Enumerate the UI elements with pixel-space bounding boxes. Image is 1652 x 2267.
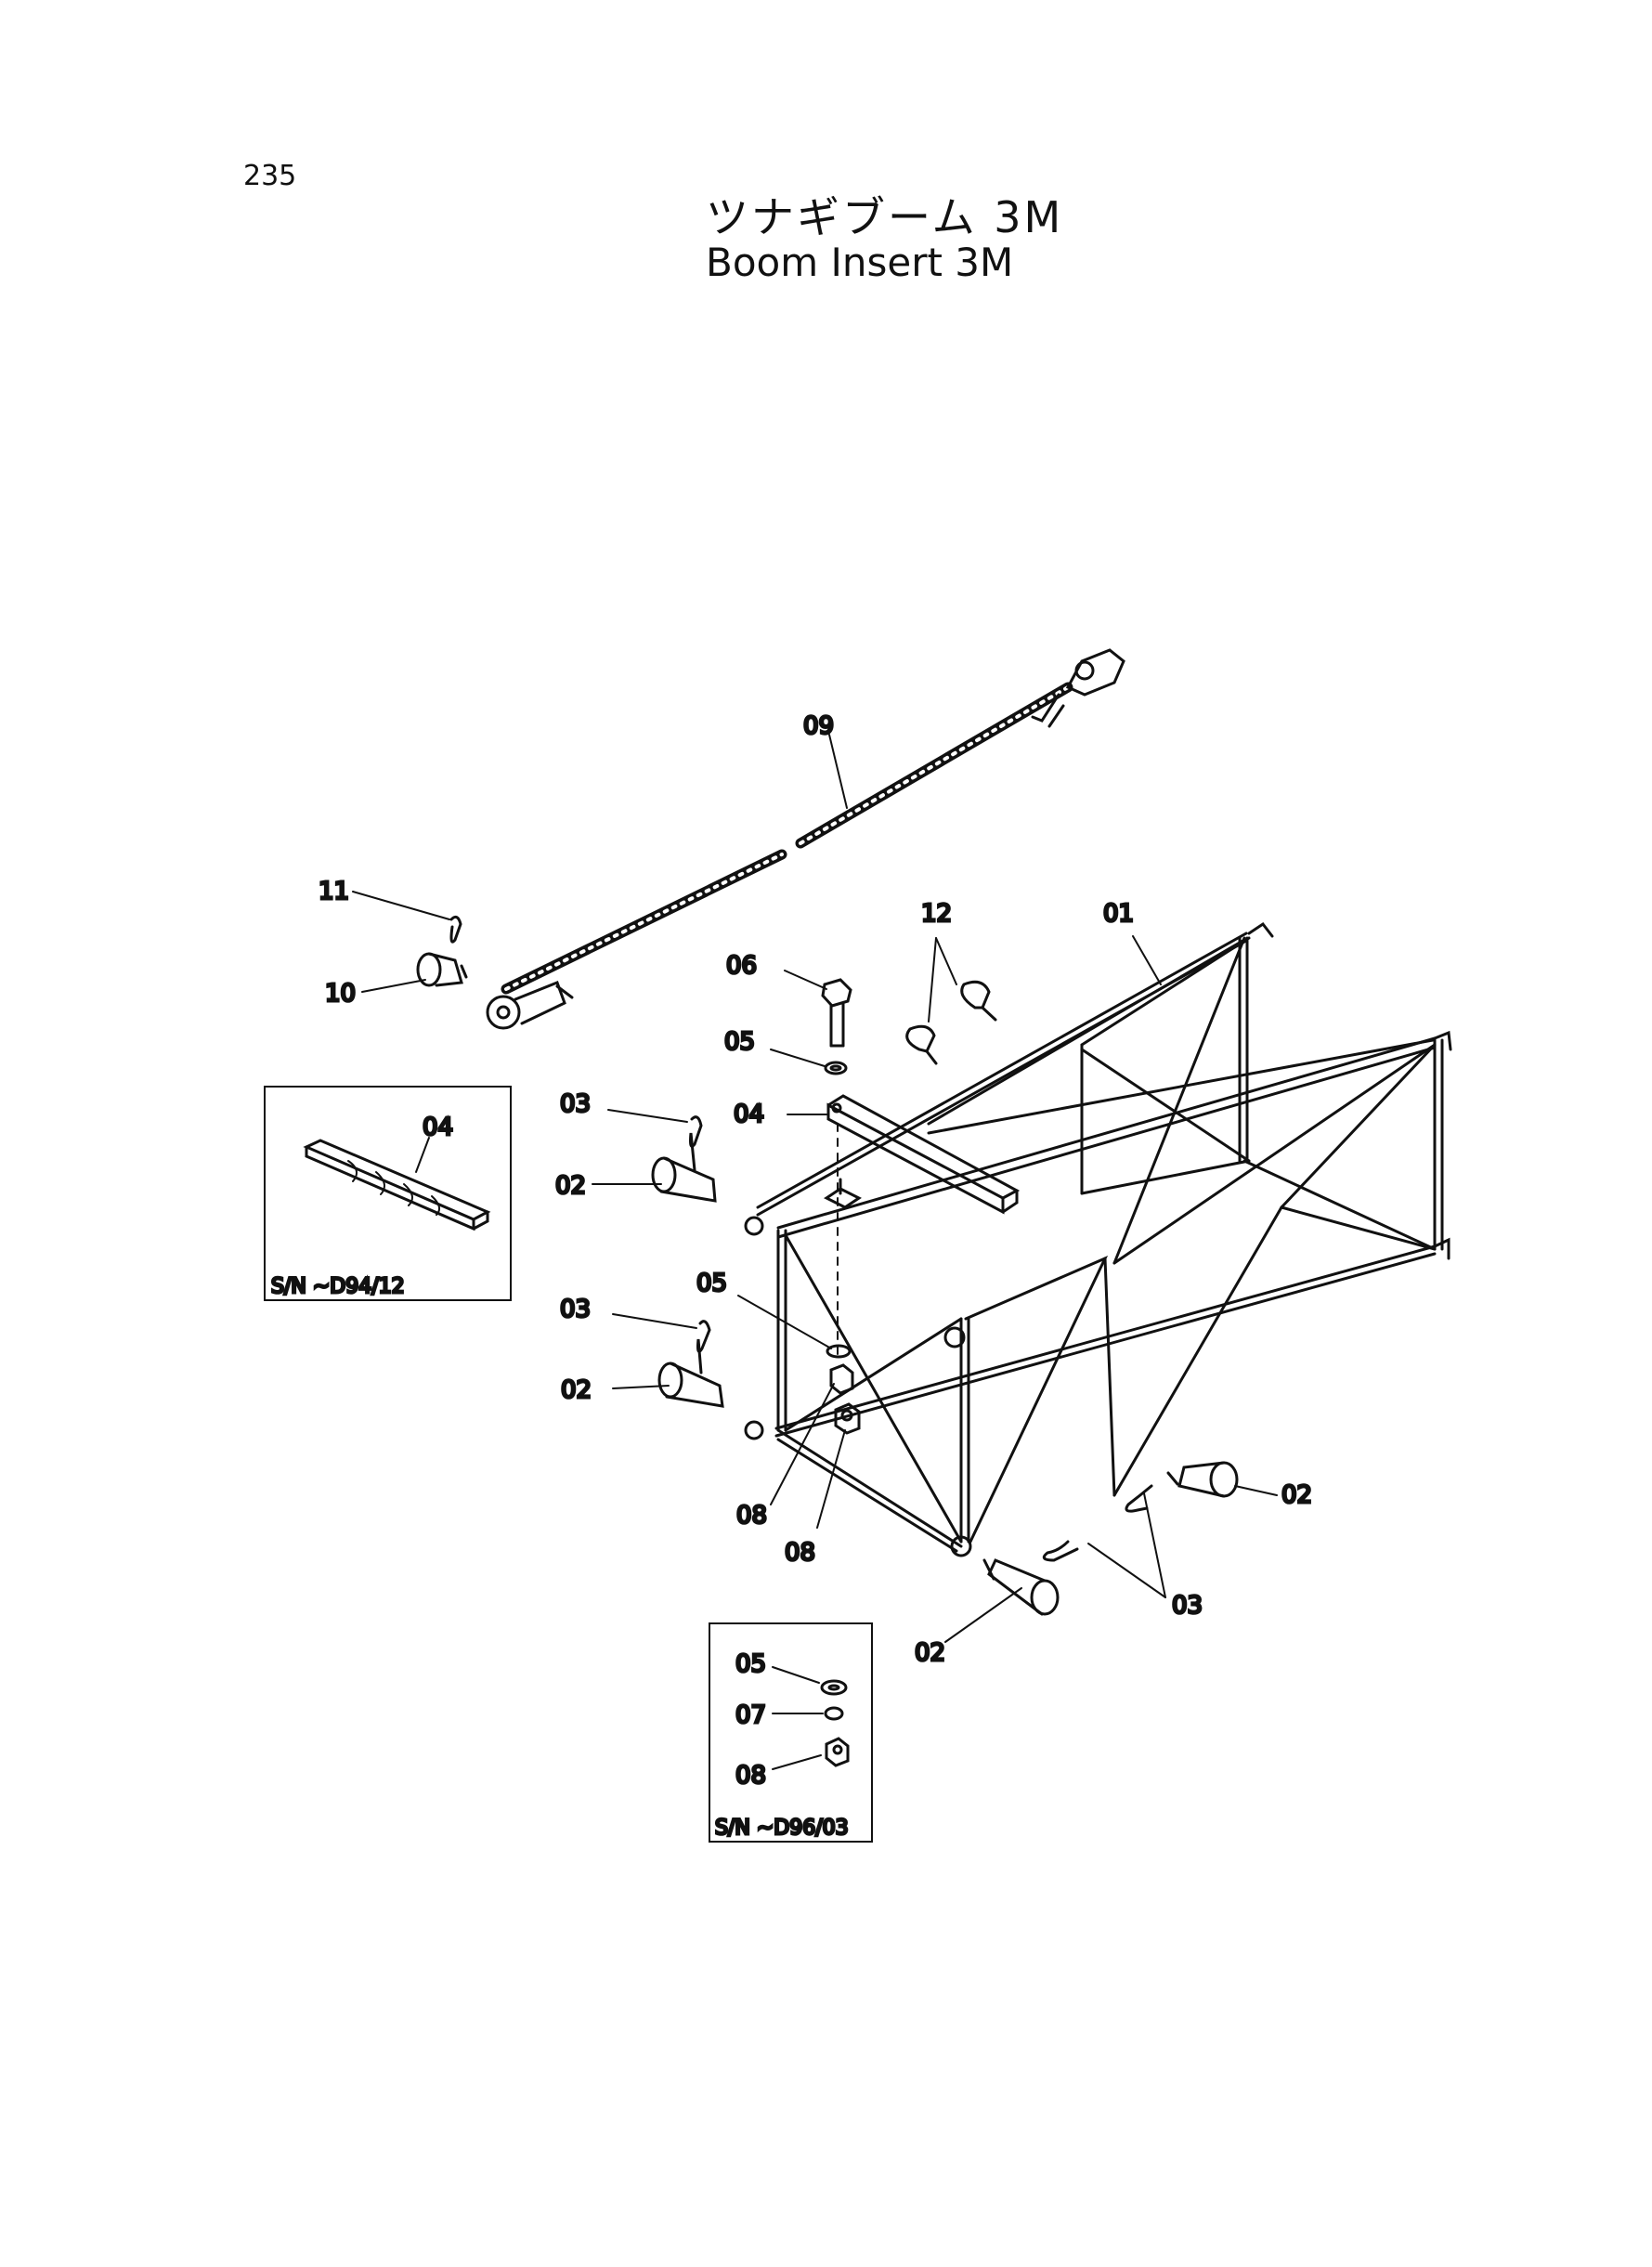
inset-bottom: 05 07 08 S/N ~D96/03: [709, 1622, 873, 1843]
callout-06: 06: [726, 952, 757, 980]
callout-02-bottom: 02: [915, 1639, 945, 1667]
callout-05-lower: 05: [696, 1270, 727, 1297]
inset-bottom-serial: S/N ~D96/03: [715, 1817, 849, 1840]
bolt-assembly: [821, 978, 1021, 1435]
inset-left-serial: S/N ~D94/12: [271, 1275, 405, 1298]
pin-02-upper: [651, 1156, 717, 1203]
callout-08-right: 08: [785, 1539, 815, 1567]
callout-03-right: 03: [1172, 1592, 1203, 1620]
inset-left-callout-04: 04: [423, 1114, 453, 1141]
callout-02-upper: 02: [555, 1172, 586, 1200]
pin-02-bottom: [982, 1558, 1060, 1616]
callout-09: 09: [803, 712, 834, 740]
clip-12: [905, 980, 997, 1065]
callout-04: 04: [734, 1101, 764, 1128]
page-title-japanese: ツナギブーム 3M: [706, 192, 1064, 242]
inset-bottom-callout-05: 05: [735, 1650, 766, 1678]
page-number: 235: [243, 160, 297, 192]
inset-bottom-callout-08: 08: [735, 1762, 766, 1790]
boom-lattice-frame: [744, 921, 1452, 1557]
callout-08-left: 08: [736, 1502, 767, 1530]
leader-lines: [352, 734, 1278, 1643]
callout-11: 11: [319, 878, 349, 905]
cotter-03-right: [1042, 1484, 1153, 1562]
callout-03-lower: 03: [560, 1296, 591, 1323]
inset-left: 04 S/N ~D94/12: [264, 1086, 512, 1301]
callout-02-lower: 02: [561, 1376, 592, 1404]
callout-02-right: 02: [1281, 1481, 1312, 1509]
pin-02-right: [1166, 1461, 1239, 1498]
callout-05-upper: 05: [724, 1028, 755, 1056]
inset-bottom-callout-07: 07: [735, 1701, 766, 1729]
cotter-03-lower: [696, 1320, 711, 1375]
pin-02-lower: [657, 1362, 724, 1408]
callout-01: 01: [1103, 900, 1134, 928]
callout-03-upper: 03: [560, 1090, 591, 1118]
page-title-english: Boom Insert 3M: [706, 240, 1014, 285]
pendant-rope: [486, 648, 1125, 1030]
cotter-03-upper: [689, 1115, 703, 1172]
cotter-pin-11: [449, 915, 462, 944]
callout-labels: 09 11 10 01 12 06 05 03 04 02 05 03 02 0…: [318, 711, 1314, 1669]
callout-10: 10: [325, 980, 356, 1008]
callout-12: 12: [921, 900, 952, 928]
pin-10: [416, 952, 468, 987]
